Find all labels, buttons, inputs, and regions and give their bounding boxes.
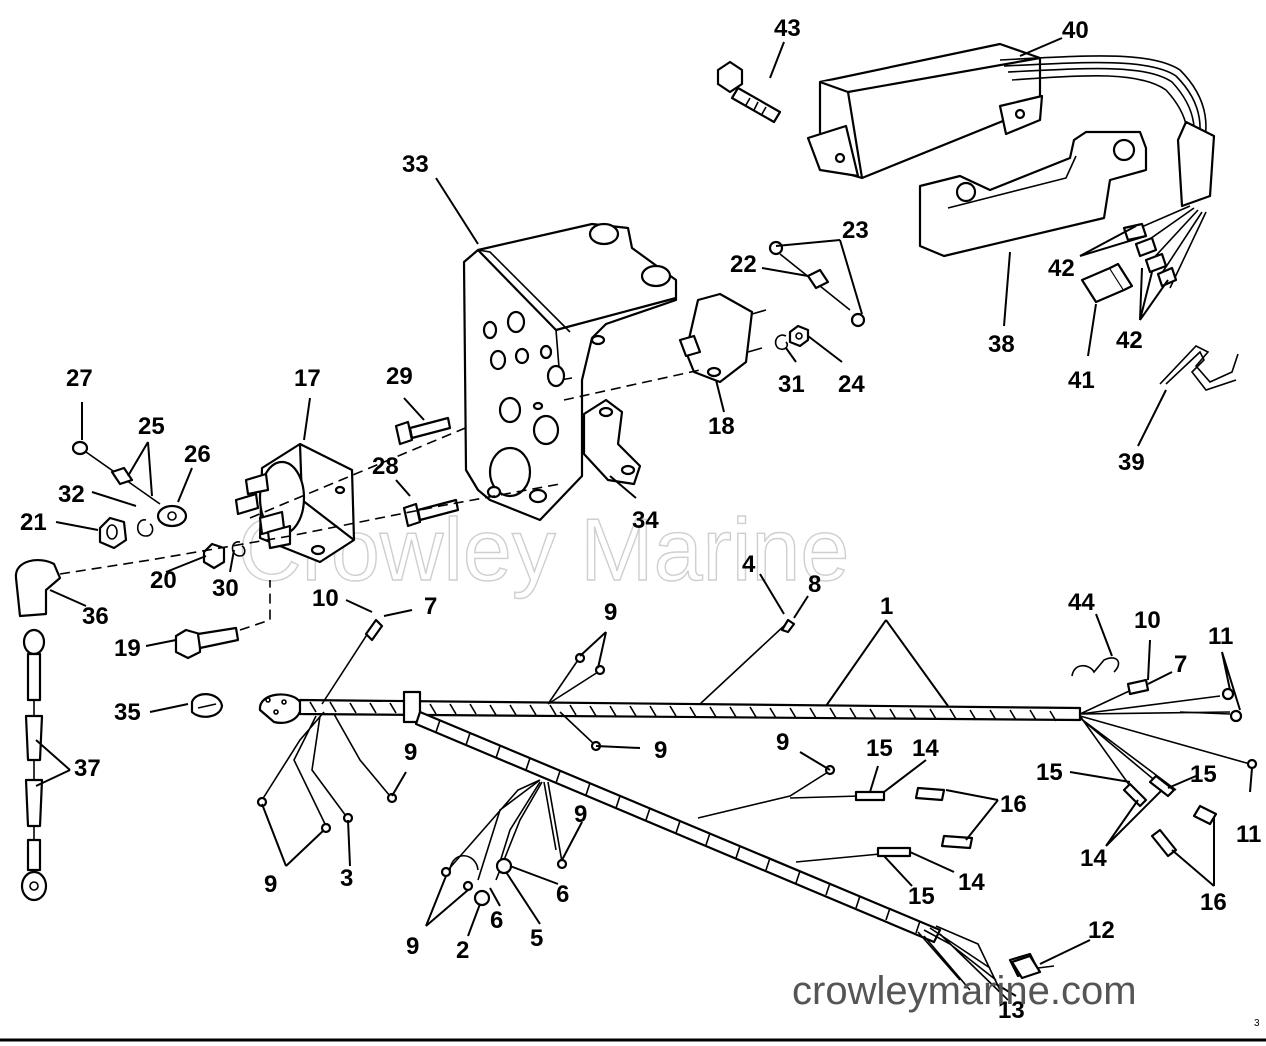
callout-10-left: 10: [312, 585, 339, 612]
clamp-35: [190, 693, 224, 718]
callout-19: 19: [114, 635, 141, 662]
harness-branches: [256, 618, 912, 907]
callout-25: 25: [138, 413, 165, 440]
power-pack-40: [806, 42, 1044, 180]
callout-41: 41: [1068, 367, 1095, 394]
align-line-3: [563, 369, 701, 401]
screw-28: [402, 498, 460, 528]
washer-31: [774, 334, 789, 351]
callout-36: 36: [82, 603, 109, 630]
callout-31: 31: [778, 371, 805, 398]
clamp-34: [582, 398, 642, 486]
callout-28: 28: [372, 453, 399, 480]
callout-27: 27: [66, 365, 93, 392]
callout-42-upper: 42: [1048, 255, 1075, 282]
callout-11-upper: 11: [1208, 623, 1233, 650]
callout-44: 44: [1068, 589, 1095, 616]
sleeves-16: [914, 786, 1218, 858]
align-line-2: [249, 425, 471, 519]
callout-16-bottom: 16: [1200, 889, 1227, 916]
callout-4: 4: [742, 551, 756, 578]
boot-36: [14, 559, 62, 618]
callout-14-bottom: 14: [958, 869, 985, 896]
callout-9-mid: 9: [654, 737, 667, 764]
callout-1: 1: [880, 593, 893, 620]
callout-6-right: 6: [556, 881, 569, 908]
callout-3: 3: [340, 865, 353, 892]
callout-38: 38: [988, 331, 1015, 358]
connector-12: [1010, 954, 1042, 980]
nut-24: [788, 324, 810, 348]
bracket-38: [918, 130, 1148, 258]
battery-cable-37: [20, 628, 48, 902]
wiring-harness-1: [258, 678, 1258, 1001]
nut-21: [98, 516, 128, 550]
callout-42-lower: 42: [1116, 327, 1143, 354]
callout-15-right-b: 15: [1190, 761, 1217, 788]
lead-25-27: [71, 440, 161, 505]
callout-14-right: 14: [1080, 845, 1107, 872]
callout-15-right-a: 15: [1036, 759, 1063, 786]
callout-9-top: 9: [604, 599, 617, 626]
washer-32: [136, 519, 154, 537]
callout-26: 26: [184, 441, 211, 468]
callout-6-bottom: 6: [490, 907, 503, 934]
callout-15-bottom: 15: [908, 883, 935, 910]
callout-labels: 43 40 33 23 22 42 42 38 41 39 27 17 29 1…: [20, 15, 1261, 1024]
callout-20: 20: [150, 567, 177, 594]
leader-lines: [35, 37, 1253, 997]
mounting-plate-33: [462, 222, 678, 522]
callout-9-harness: 9: [574, 801, 587, 828]
callout-10-right: 10: [1134, 607, 1161, 634]
callout-35: 35: [114, 699, 141, 726]
callout-14-top: 14: [912, 735, 939, 762]
callout-9-left-mid: 9: [404, 739, 417, 766]
corner-mark: 3: [1254, 1018, 1260, 1029]
callout-22: 22: [730, 251, 757, 278]
callout-40: 40: [1062, 17, 1089, 44]
callout-24: 24: [838, 371, 865, 398]
site-url: crowleymarine.com: [792, 969, 1137, 1013]
bolt-19: [174, 626, 240, 660]
callout-5: 5: [530, 925, 543, 952]
callout-11-lower: 11: [1236, 821, 1261, 848]
callout-9-bottom-left: 9: [264, 871, 277, 898]
retainer-44: [1071, 657, 1120, 677]
callout-15-top: 15: [866, 735, 893, 762]
callout-21: 21: [20, 509, 47, 536]
lead-22-23: [768, 240, 866, 328]
callout-32: 32: [58, 481, 85, 508]
bolt-43: [716, 60, 782, 124]
callout-2: 2: [456, 937, 469, 964]
callout-23: 23: [842, 217, 869, 244]
callout-9-center: 9: [776, 729, 789, 756]
callout-39: 39: [1118, 449, 1145, 476]
callout-16-top: 16: [1000, 791, 1027, 818]
clip-39: [1159, 345, 1239, 391]
align-line-1: [59, 483, 561, 575]
callout-13: 13: [998, 997, 1025, 1024]
callout-9-bottom: 9: [406, 933, 419, 960]
callout-43: 43: [774, 15, 801, 42]
callout-18: 18: [708, 413, 735, 440]
connector-41: [1080, 262, 1134, 304]
callout-30: 30: [212, 575, 239, 602]
callout-7-left: 7: [424, 593, 437, 620]
callout-17: 17: [294, 365, 321, 392]
switch-18: [678, 292, 767, 384]
callout-33: 33: [402, 151, 429, 178]
callout-34: 34: [632, 507, 659, 534]
screw-29: [394, 416, 452, 446]
callout-29: 29: [386, 363, 413, 390]
callout-37: 37: [74, 755, 101, 782]
callout-8: 8: [808, 571, 821, 598]
washer-30: [231, 541, 246, 557]
solenoid-17: [234, 442, 356, 564]
callout-7-right: 7: [1174, 651, 1187, 678]
ring-terminal-26: [156, 504, 188, 528]
callout-12: 12: [1088, 917, 1115, 944]
